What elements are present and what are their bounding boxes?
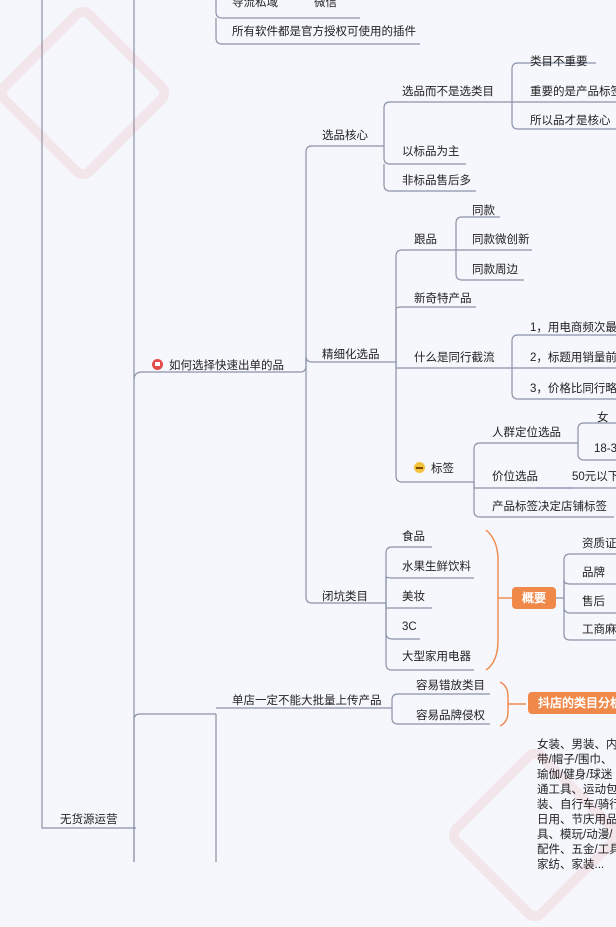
avoid-item[interactable]: 3C xyxy=(402,621,417,633)
novel-node[interactable]: 新奇特产品 xyxy=(414,293,472,305)
bottom-root-node[interactable]: 无货源运营 xyxy=(60,814,118,826)
intercept-3-node[interactable]: 3，价格比同行略 xyxy=(530,383,616,395)
crowd-node[interactable]: 人群定位选品 xyxy=(492,427,561,439)
same-node[interactable]: 同款 xyxy=(472,205,495,217)
tag-important-node[interactable]: 重要的是产品标签 xyxy=(530,86,616,98)
category-list-text: 女装、男装、内 带/帽子/围巾、 瑜伽/健身/球迷 通工具、运动包 装、自行车/… xyxy=(537,739,616,871)
summary-item[interactable]: 品牌 xyxy=(582,567,605,579)
single-store-node[interactable]: 单店一定不能大批量上传产品 xyxy=(232,695,382,707)
summary-item[interactable]: 工商麻 xyxy=(582,624,616,636)
easy-brand-infringe-node[interactable]: 容易品牌侵权 xyxy=(416,710,485,722)
price-node[interactable]: 价位选品 xyxy=(492,471,538,483)
central-topic-label: 如何选择快速出单的品 xyxy=(169,360,284,372)
pick-not-category-node[interactable]: 选品而不是选类目 xyxy=(402,86,494,98)
tags-node[interactable]: 标签 xyxy=(414,462,454,476)
intercept-1-node[interactable]: 1，用电商频次最 xyxy=(530,322,616,334)
so-core-node[interactable]: 所以品才是核心 xyxy=(530,115,611,127)
summary-item[interactable]: 售后 xyxy=(582,596,605,608)
summary-tag[interactable]: 概要 xyxy=(512,587,557,609)
easy-wrong-category-node[interactable]: 容易错放类目 xyxy=(416,680,485,692)
avoid-item[interactable]: 大型家用电器 xyxy=(402,651,471,663)
tags-label: 标签 xyxy=(431,463,454,475)
avoid-node[interactable]: 闭坑类目 xyxy=(322,591,368,603)
mindmap-connectors xyxy=(41,0,616,862)
standard-first-node[interactable]: 以标品为主 xyxy=(402,146,460,158)
summary-item[interactable]: 资质证 xyxy=(582,538,616,550)
same-peripheral-node[interactable]: 同款周边 xyxy=(472,264,518,276)
avoid-item[interactable]: 美妆 xyxy=(402,591,425,603)
product-tag-node[interactable]: 产品标签决定店铺标签 xyxy=(492,501,607,513)
follow-node[interactable]: 跟品 xyxy=(414,234,437,246)
official-software-label: 所有软件都是官方授权可使用的插件 xyxy=(232,26,416,38)
emoji-icon xyxy=(414,462,425,473)
cat-not-important-node[interactable]: 类目不重要 xyxy=(530,56,588,68)
female-node[interactable]: 女 xyxy=(597,412,609,424)
wechat-label: 微信 xyxy=(314,0,337,9)
avoid-item[interactable]: 食品 xyxy=(402,531,425,543)
same-micro-node[interactable]: 同款微创新 xyxy=(472,234,530,246)
avoid-item[interactable]: 水果生鲜饮料 xyxy=(402,561,471,573)
intercept-2-node[interactable]: 2，标题用销量前 xyxy=(530,352,616,364)
nonstandard-aftersale-node[interactable]: 非标品售后多 xyxy=(402,175,471,187)
flag-icon xyxy=(152,359,163,370)
intercept-node[interactable]: 什么是同行截流 xyxy=(414,352,495,364)
traffic-label: 导流私域 xyxy=(232,0,278,9)
central-topic[interactable]: 如何选择快速出单的品 xyxy=(152,359,284,373)
category-analysis-tag[interactable]: 抖店的类目分析 xyxy=(528,692,616,714)
core-node[interactable]: 选品核心 xyxy=(322,130,368,142)
refined-node[interactable]: 精细化选品 xyxy=(322,349,380,361)
price-value-node[interactable]: 50元以下 xyxy=(572,471,616,483)
age-node[interactable]: 18-3 xyxy=(594,443,616,455)
